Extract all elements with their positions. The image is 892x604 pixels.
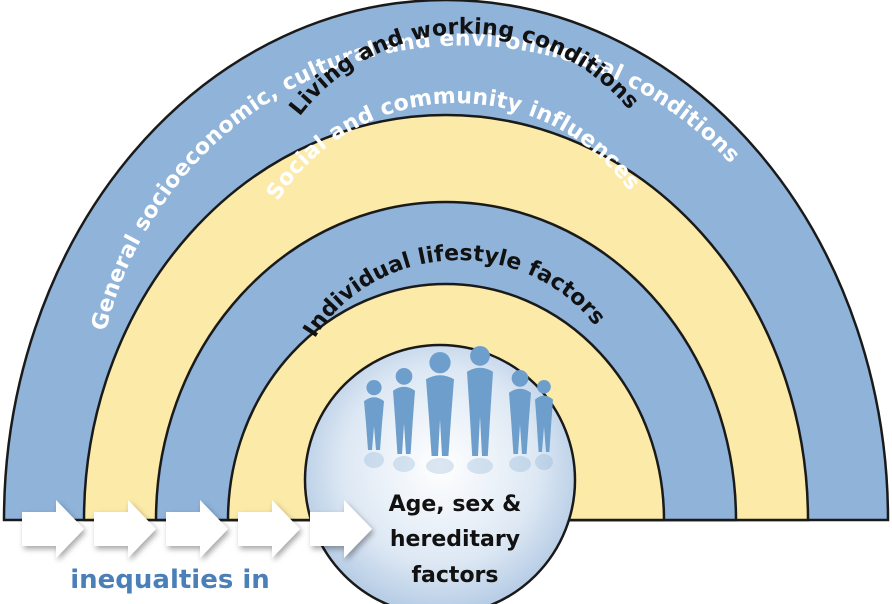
person-silhouette: [535, 380, 553, 470]
arrow-row: [22, 500, 372, 558]
person-silhouette: [509, 370, 531, 472]
right-arrow-icon: [94, 500, 156, 558]
right-arrow-icon: [238, 500, 300, 558]
person-silhouette: [393, 368, 415, 472]
center-label-line-3: factors: [411, 563, 498, 588]
bottom-label: inequalties in: [70, 565, 270, 595]
center-label-line-1: Age, sex &: [389, 492, 522, 517]
right-arrow-icon: [310, 500, 372, 558]
right-arrow-icon: [22, 500, 84, 558]
right-arrow-icon: [166, 500, 228, 558]
person-silhouette: [426, 352, 454, 474]
person-silhouette: [467, 346, 493, 474]
person-silhouette: [364, 380, 384, 468]
people-silhouettes-icon: [364, 346, 553, 474]
center-label-line-2: hereditary: [390, 527, 520, 552]
